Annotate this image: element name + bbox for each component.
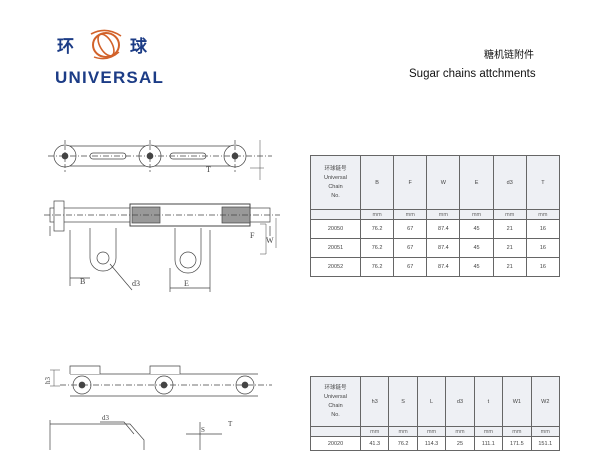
chain-no-cell: 20052 — [310, 257, 361, 277]
logo-chinese-right: 球 — [130, 37, 148, 57]
unit-cell: mm — [426, 209, 461, 220]
table-cell: 45 — [459, 238, 494, 258]
unit-cell: mm — [473, 426, 504, 437]
column-header: L — [416, 376, 447, 427]
label-s: S — [201, 426, 205, 434]
table-row: 20051 76.2 67 87.4 45 21 16 — [310, 238, 561, 258]
column-header: W2 — [530, 376, 561, 427]
table-cell: 21 — [492, 257, 527, 277]
table-cell: 25 — [445, 436, 475, 451]
unit-cell: mm — [359, 426, 390, 437]
unit-cell: mm — [530, 426, 561, 437]
label-d3: d3 — [132, 279, 140, 288]
chain-no-cell: 20051 — [310, 238, 361, 258]
chain-no-header: 环球链号 Universal Chain No. — [310, 376, 361, 427]
title-chinese: 糖机链附件 — [484, 50, 534, 61]
spec-table-2: 环球链号 Universal Chain No. h3 S L d3 t W1 … — [310, 376, 561, 451]
table-cell: 45 — [459, 219, 494, 239]
units-row: mm mm mm mm mm mm — [310, 209, 561, 220]
label-t: T — [206, 165, 211, 174]
label-t-2: T — [228, 420, 233, 428]
chain-no-cell: 20050 — [310, 219, 361, 239]
table-row: 20020 41.3 76.2 114.3 25 111.1 171.5 151… — [310, 436, 561, 451]
table-cell: 67 — [393, 219, 428, 239]
table-row: 20050 76.2 67 87.4 45 21 16 — [310, 219, 561, 239]
title-english: Sugar chains attchments — [409, 68, 536, 80]
table-cell: 21 — [492, 238, 527, 258]
unit-cell: mm — [492, 209, 527, 220]
column-header: W — [426, 155, 461, 210]
chain-attachment-drawing-2: h3 d3 S T — [44, 365, 272, 450]
chain-no-header: 环球链号 Universal Chain No. — [310, 155, 361, 210]
table-row: 20052 76.2 67 87.4 45 21 16 — [310, 257, 561, 277]
unit-cell: mm — [525, 209, 561, 220]
unit-cell: mm — [359, 209, 395, 220]
unit-cell: mm — [393, 209, 428, 220]
table-cell: 76.2 — [359, 219, 395, 239]
logo-chinese-left: 环 — [57, 37, 75, 57]
column-header: d3 — [492, 155, 527, 210]
unit-cell: mm — [459, 209, 494, 220]
unit-cell: mm — [502, 426, 532, 437]
table-cell: 41.3 — [359, 436, 390, 451]
table-cell: 87.4 — [426, 219, 461, 239]
chain-no-cell: 20020 — [310, 436, 361, 451]
table-cell: 16 — [525, 257, 561, 277]
label-h3: h3 — [44, 377, 52, 385]
table-cell: 16 — [525, 219, 561, 239]
column-header: T — [525, 155, 561, 210]
table-cell: 87.4 — [426, 257, 461, 277]
table-cell: 67 — [393, 238, 428, 258]
spec-table-1: 环球链号 Universal Chain No. B F W E d3 T mm… — [310, 155, 561, 277]
table-cell: 67 — [393, 257, 428, 277]
unit-cell: mm — [416, 426, 447, 437]
label-w: W — [266, 236, 274, 245]
logo-english: UNIVERSAL — [55, 68, 165, 87]
table-cell: 171.5 — [502, 436, 532, 451]
table-cell: 87.4 — [426, 238, 461, 258]
table-cell: 16 — [525, 238, 561, 258]
column-header: h3 — [359, 376, 390, 427]
label-e: E — [184, 279, 189, 288]
column-header: t — [473, 376, 504, 427]
chain-attachment-drawing-1: T B d3 E W F — [44, 140, 280, 292]
table-cell: 76.2 — [388, 436, 418, 451]
table-cell: 114.3 — [416, 436, 447, 451]
column-header: B — [359, 155, 395, 210]
column-header: E — [459, 155, 494, 210]
globe-logo-icon — [90, 29, 122, 60]
column-header: W1 — [502, 376, 532, 427]
table-cell: 151.1 — [530, 436, 561, 451]
table-cell: 76.2 — [359, 257, 395, 277]
label-d3-2: d3 — [102, 414, 110, 422]
table-cell: 21 — [492, 219, 527, 239]
label-f: F — [250, 231, 255, 240]
column-header: S — [388, 376, 418, 427]
unit-cell: mm — [388, 426, 418, 437]
units-row: mm mm mm mm mm mm mm — [310, 426, 561, 437]
column-header: d3 — [445, 376, 475, 427]
unit-cell: mm — [445, 426, 475, 437]
column-header: F — [393, 155, 428, 210]
table-cell: 76.2 — [359, 238, 395, 258]
label-b: B — [80, 277, 85, 286]
table-cell: 45 — [459, 257, 494, 277]
table-cell: 111.1 — [473, 436, 504, 451]
